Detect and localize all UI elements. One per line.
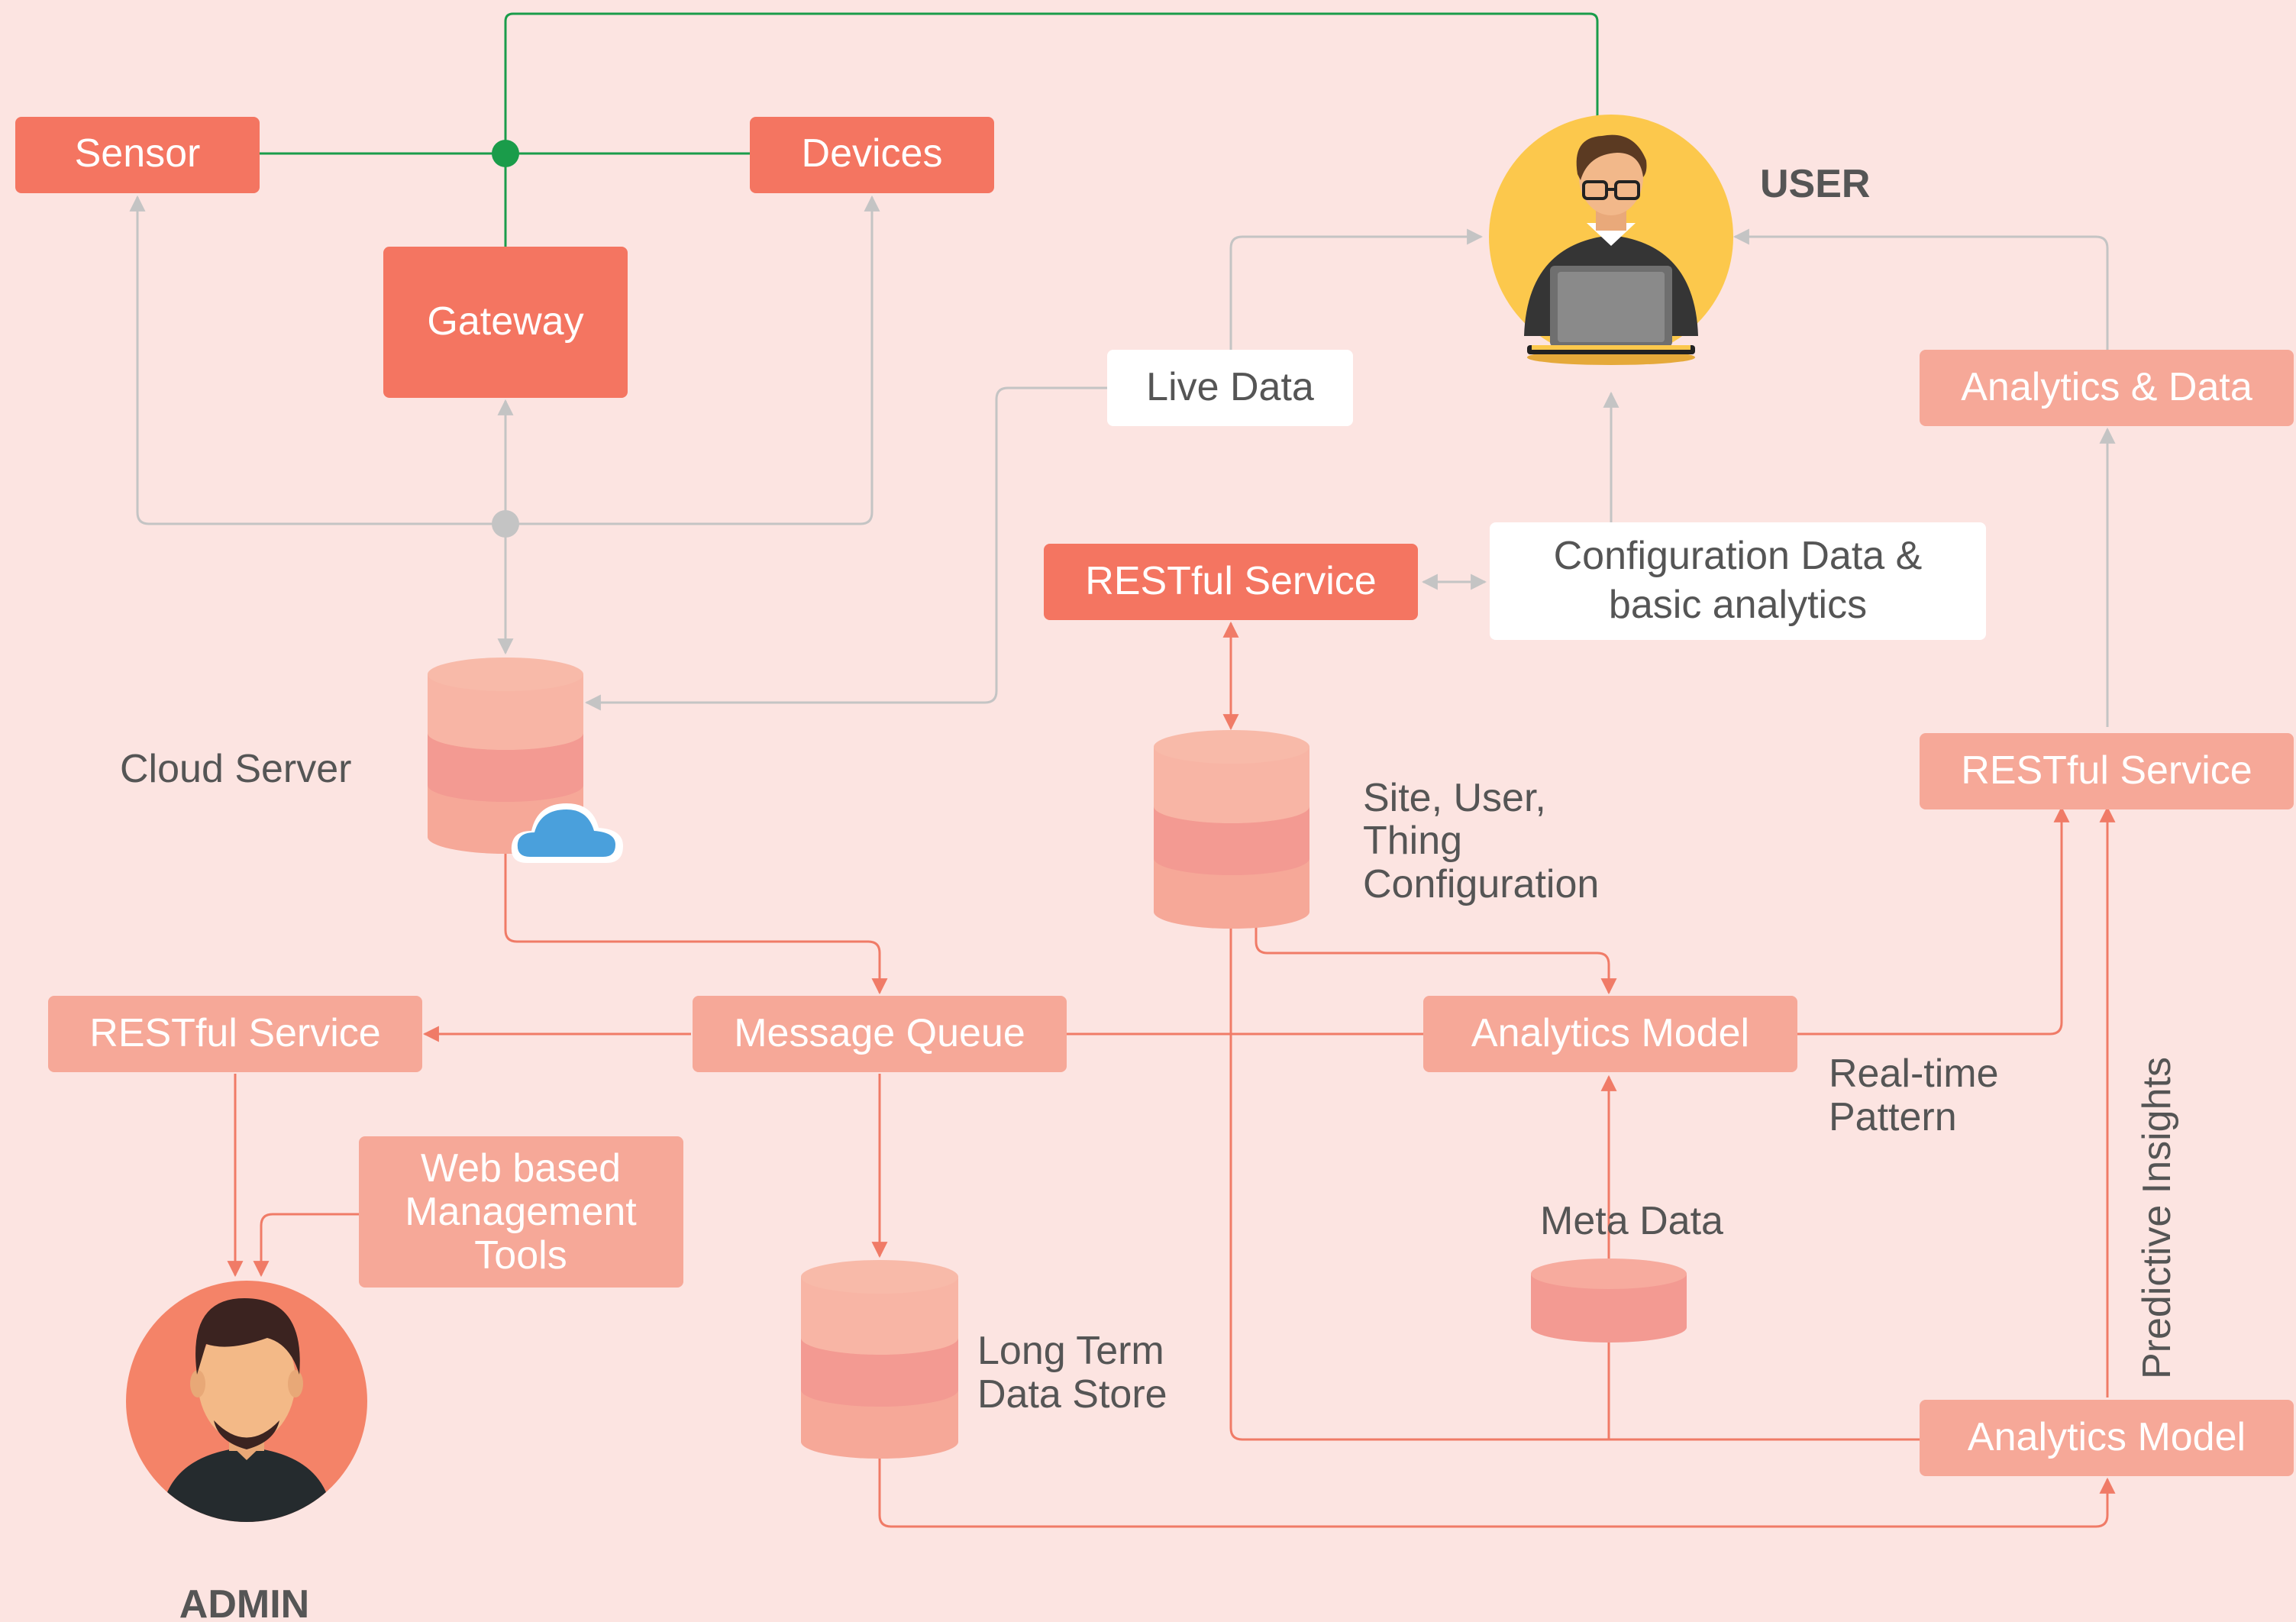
cloud-icon: [511, 803, 623, 863]
analytics-model-mid-node[interactable]: [1423, 996, 1797, 1072]
coral-longterm-to-bottom-model: [878, 1457, 2116, 1528]
coral-realtime-to-restful: [1794, 806, 2070, 1036]
devices-label: Devices: [802, 131, 943, 176]
live-data-node[interactable]: [1107, 350, 1353, 426]
gateway-node[interactable]: [383, 247, 628, 398]
green-junction-dot: [492, 140, 519, 167]
sensor-label: Sensor: [75, 131, 201, 176]
gateway-label: Gateway: [427, 299, 583, 344]
live-data-label: Live Data: [1146, 365, 1314, 409]
long-term-database: [801, 1260, 958, 1459]
long-term-line2: Data Store: [977, 1372, 1167, 1417]
message-queue-label: Message Queue: [734, 1011, 1025, 1055]
config-data-node[interactable]: [1490, 522, 1986, 640]
site-config-database: [1154, 730, 1309, 929]
site-config-line2: Thing: [1363, 819, 1462, 863]
long-term-line1: Long Term: [977, 1329, 1164, 1373]
user-avatar: [1489, 115, 1733, 365]
web-management-line3: Tools: [474, 1233, 567, 1278]
admin-label: ADMIN: [179, 1582, 309, 1622]
cloud-server-database: [428, 658, 583, 854]
meta-data-database: [1531, 1259, 1687, 1343]
restful-service-top-node[interactable]: [1044, 544, 1418, 620]
web-management-node[interactable]: [359, 1136, 683, 1288]
devices-node[interactable]: [750, 117, 994, 193]
realtime-pattern-line2: Pattern: [1829, 1095, 1957, 1139]
admin-avatar: [126, 1281, 367, 1522]
connectors: [129, 12, 2116, 1528]
analytics-data-label: Analytics & Data: [1961, 365, 2252, 409]
gray-hub-to-devices: [505, 195, 880, 525]
message-queue-node[interactable]: [693, 996, 1067, 1072]
user-label: USER: [1760, 162, 1870, 206]
coral-site-to-bottom-model: [1229, 927, 1920, 1441]
gray-live-to-cloud: [584, 386, 1107, 711]
predictive-insights-label: Predictive Insights: [2135, 1057, 2179, 1379]
meta-data-label: Meta Data: [1540, 1199, 1723, 1243]
config-data-line1: Configuration Data &: [1554, 534, 1923, 578]
analytics-model-mid-label: Analytics Model: [1471, 1011, 1749, 1055]
gray-live-to-user: [1229, 228, 1484, 350]
coral-web-to-admin: [253, 1213, 359, 1278]
restful-service-left-label: RESTful Service: [89, 1011, 380, 1055]
analytics-data-node[interactable]: [1920, 350, 2294, 426]
restful-service-right-label: RESTful Service: [1961, 748, 2252, 793]
restful-service-top-label: RESTful Service: [1085, 559, 1376, 603]
sensor-node[interactable]: [15, 117, 260, 193]
restful-service-right-node[interactable]: [1920, 733, 2294, 809]
site-config-line3: Configuration: [1363, 862, 1599, 906]
restful-service-left-node[interactable]: [48, 996, 422, 1072]
web-management-line1: Web based: [421, 1146, 621, 1191]
analytics-model-bottom-node[interactable]: [1920, 1400, 2294, 1476]
gray-analytics-to-user: [1732, 228, 2109, 350]
config-data-line2: basic analytics: [1609, 583, 1867, 627]
coral-cloud-to-queue: [504, 854, 888, 995]
site-config-line1: Site, User,: [1363, 776, 1546, 820]
coral-site-to-analytics: [1255, 927, 1617, 995]
green-top-link: [504, 12, 1599, 153]
gray-hub-to-sensor: [129, 195, 505, 525]
web-management-line2: Management: [405, 1190, 637, 1234]
gray-hub-dot: [492, 510, 519, 538]
realtime-pattern-line1: Real-time: [1829, 1052, 1999, 1096]
analytics-model-bottom-label: Analytics Model: [1968, 1415, 2246, 1459]
cloud-server-label: Cloud Server: [120, 747, 351, 791]
